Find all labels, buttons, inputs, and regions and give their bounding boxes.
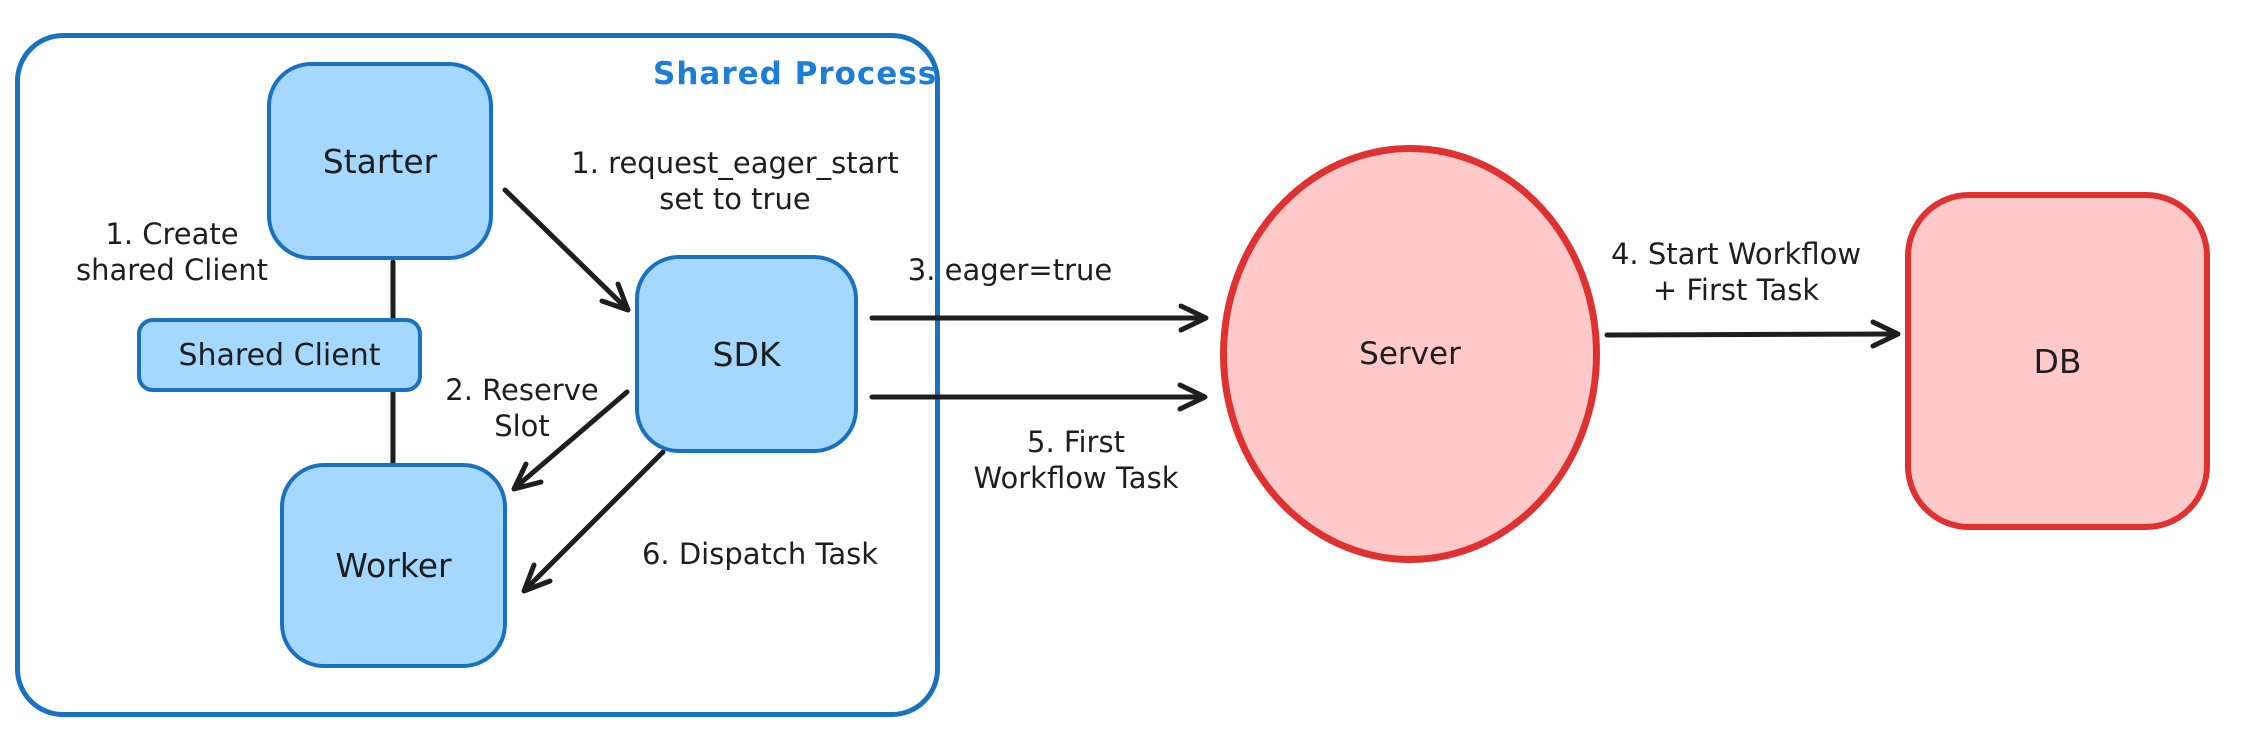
arrow-eager-true xyxy=(869,303,1209,333)
arrow-reserve-slot xyxy=(511,389,630,492)
node-starter: Starter xyxy=(267,62,493,260)
arrow-dispatch-task xyxy=(521,449,666,594)
node-server: Server xyxy=(1220,145,1600,563)
label-dispatch-task: 6. Dispatch Task xyxy=(641,537,879,571)
shared-process-label: Shared Process xyxy=(653,56,938,92)
label-request-eager-start: 1. request_eager_start set to true xyxy=(571,146,899,216)
node-shared-client: Shared Client xyxy=(137,318,422,392)
node-worker: Worker xyxy=(280,463,507,668)
arrow-first-workflow-task xyxy=(869,382,1208,412)
label-first-workflow-task: 5. First Workflow Task xyxy=(973,425,1179,495)
label-reserve-slot: 2. Reserve Slot xyxy=(445,373,599,443)
arrow-start-workflow xyxy=(1604,319,1901,349)
arrow-request-eager-start xyxy=(502,187,631,313)
label-create-shared-client: 1. Create shared Client xyxy=(76,217,268,287)
label-eager-true: 3. eager=true xyxy=(907,253,1113,287)
node-db: DB xyxy=(1905,192,2210,530)
node-sdk: SDK xyxy=(635,255,858,453)
label-start-workflow: 4. Start Workflow + First Task xyxy=(1610,237,1862,307)
shared-process-container xyxy=(15,33,940,717)
